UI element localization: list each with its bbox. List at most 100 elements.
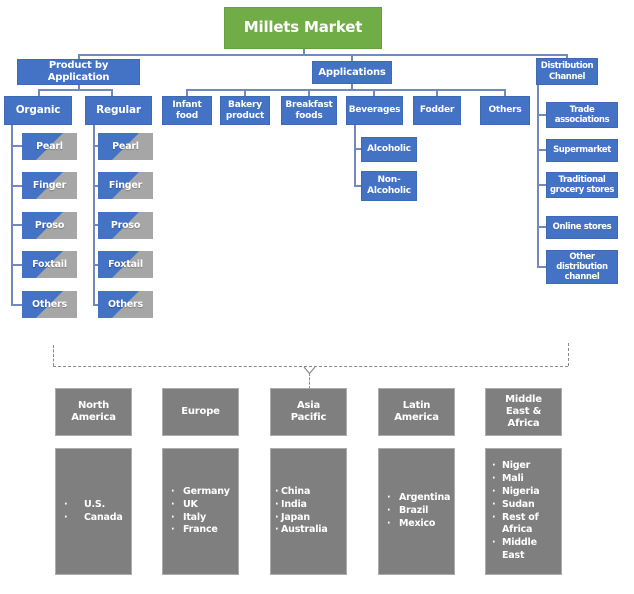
connector — [186, 89, 188, 96]
connector — [93, 304, 100, 306]
list-item: ·France — [171, 524, 218, 536]
connector — [93, 264, 100, 266]
region-latin-america: Latin America — [378, 388, 455, 436]
leaf-organic-foxtail: Foxtail — [22, 251, 77, 278]
connector — [373, 89, 375, 96]
bullet-icon: · — [275, 485, 279, 497]
connector — [93, 145, 100, 147]
leaf-online-stores: Online stores — [546, 216, 618, 239]
connector — [537, 266, 546, 268]
country-list-asia-pacific: ·China ·India ·Japan ·Australia — [270, 448, 347, 575]
list-item: ·India — [275, 498, 307, 510]
list-item: ·UK — [171, 498, 198, 510]
connector — [351, 84, 353, 91]
list-item: ·Sudan — [492, 498, 535, 510]
list-item: ·Nigeria — [492, 485, 540, 497]
connector — [436, 89, 438, 96]
bullet-icon: · — [492, 511, 496, 523]
branch-product-by-application: Product by Application — [17, 59, 140, 85]
leaf-other-distribution-channel: Other distribution channel — [546, 250, 618, 284]
leaf-regular-others: Others — [98, 291, 153, 318]
leaf-supermarket: Supermarket — [546, 139, 618, 162]
leaf-organic-finger: Finger — [22, 172, 77, 199]
connector — [537, 114, 546, 116]
leaf-regular-finger: Finger — [98, 172, 153, 199]
bullet-icon: · — [275, 524, 279, 536]
leaf-organic-pearl: Pearl — [22, 133, 77, 160]
list-item: ·Rest of Africa — [492, 511, 539, 536]
country-list-europe: ·Germany ·UK ·Italy ·France — [162, 448, 239, 575]
list-item: ·Canada — [64, 511, 123, 523]
root-node: Millets Market — [224, 7, 382, 49]
connector — [303, 49, 305, 55]
connector — [11, 145, 22, 147]
region-north-america: North America — [55, 388, 132, 436]
list-item: ·Niger — [492, 460, 531, 472]
connector — [78, 54, 568, 56]
bullet-icon: · — [492, 460, 496, 472]
connector — [11, 304, 22, 306]
leaf-regular-foxtail: Foxtail — [98, 251, 153, 278]
connector — [566, 54, 568, 59]
connector — [38, 89, 113, 91]
connector — [186, 89, 506, 91]
list-item: ·China — [275, 485, 311, 497]
node-bakery-product: Bakery product — [220, 96, 270, 125]
region-asia-pacific: Asia Pacific — [270, 388, 347, 436]
list-item: ·Italy — [171, 511, 206, 523]
list-item: ·Middle East — [492, 537, 537, 561]
connector — [11, 264, 22, 266]
bullet-icon: · — [492, 473, 496, 485]
list-item: ·Japan — [275, 511, 310, 523]
bullet-icon: · — [492, 485, 496, 497]
leaf-non-alcoholic: Non-Alcoholic — [361, 171, 417, 201]
connector — [504, 89, 506, 96]
connector — [11, 185, 22, 187]
bullet-icon: · — [387, 517, 391, 529]
connector — [78, 54, 80, 60]
connector — [93, 224, 100, 226]
list-item: ·Germany — [171, 485, 230, 497]
connector — [244, 89, 246, 96]
dashed-connector — [309, 373, 310, 389]
leaf-alcoholic: Alcoholic — [361, 137, 417, 162]
dashed-connector — [568, 343, 569, 366]
connector — [308, 89, 310, 96]
arrow-down-icon — [303, 366, 316, 375]
node-breakfast-foods: Breakfast foods — [281, 96, 337, 125]
connector — [78, 85, 80, 90]
node-infant-food: Infant food — [162, 96, 212, 125]
region-europe: Europe — [162, 388, 239, 436]
list-item: ·Mali — [492, 473, 524, 485]
list-item: ·Argentina — [387, 492, 451, 504]
branch-applications: Applications — [312, 61, 392, 84]
connector — [93, 185, 100, 187]
bullet-icon: · — [171, 498, 175, 510]
bullet-icon: · — [387, 492, 391, 504]
bullet-icon: · — [171, 485, 175, 497]
region-label: Europe — [181, 406, 220, 418]
country-list-north-america: ·U.S. ·Canada — [55, 448, 132, 575]
bullet-icon: · — [492, 537, 496, 549]
node-others-applications: Others — [480, 96, 530, 125]
connector — [354, 125, 356, 187]
connector — [537, 184, 546, 186]
bullet-icon: · — [275, 511, 279, 523]
node-beverages: Beverages — [346, 96, 403, 125]
connector — [11, 224, 22, 226]
bullet-icon: · — [492, 498, 496, 510]
bullet-icon: · — [171, 524, 175, 536]
region-label: Middle East & Africa — [505, 394, 542, 429]
bullet-icon: · — [387, 505, 391, 517]
connector — [537, 149, 546, 151]
region-label: Asia Pacific — [290, 400, 327, 423]
leaf-organic-proso: Proso — [22, 212, 77, 239]
bullet-icon: · — [275, 498, 279, 510]
leaf-trade-associations: Trade associations — [546, 102, 618, 128]
connector — [354, 185, 361, 187]
region-label: North America — [71, 400, 116, 423]
list-item: ·Australia — [275, 524, 328, 536]
list-item: ·Mexico — [387, 517, 436, 529]
region-middle-east-africa: Middle East & Africa — [485, 388, 562, 436]
